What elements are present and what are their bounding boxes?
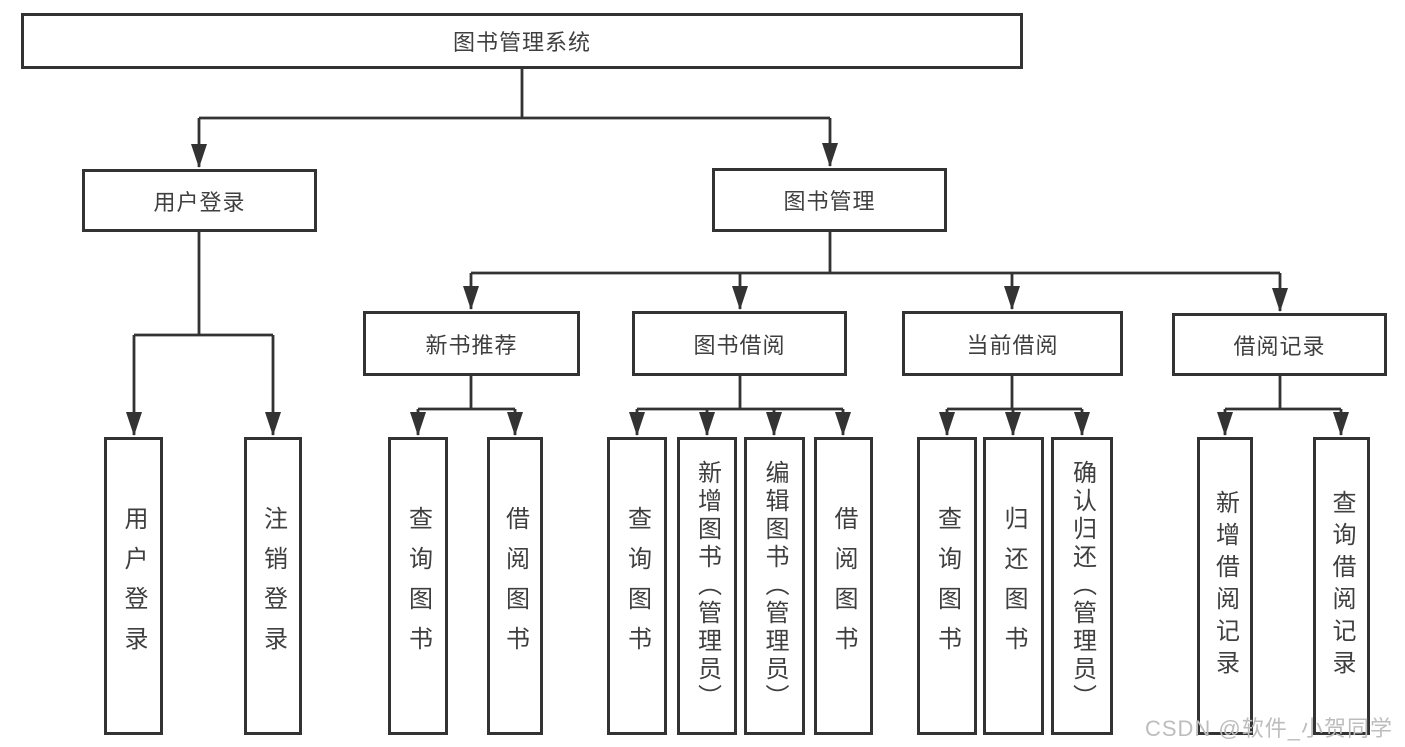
node-book-borrow: 图书借阅 (632, 311, 847, 376)
node-current-borrow: 当前借阅 (902, 311, 1123, 376)
node-new-book-rec-label: 新书推荐 (425, 332, 518, 358)
node-current-borrow-label: 当前借阅 (966, 332, 1059, 358)
node-book-mgmt-label: 图书管理 (783, 189, 876, 214)
leaf-newrec-borrow-books: 借阅图书 (487, 437, 543, 735)
node-borrow-records-label: 借阅记录 (1233, 333, 1326, 359)
node-root-label: 图书管理系统 (452, 30, 591, 55)
node-book-mgmt: 图书管理 (712, 168, 947, 232)
leaf-user-login-label: 用户登录 (120, 506, 147, 666)
leaf-borrow-edit-books-admin-label: 编辑图书（管理员） (761, 460, 788, 712)
node-borrow-records: 借阅记录 (1172, 313, 1387, 376)
node-new-book-rec: 新书推荐 (363, 311, 580, 376)
leaf-borrow-borrow-books-label: 借阅图书 (830, 506, 857, 666)
connector-book-borrow-children (629, 376, 851, 436)
leaf-records-add-record: 新增借阅记录 (1197, 437, 1253, 735)
leaf-newrec-query-books: 查询图书 (388, 437, 448, 735)
leaf-current-query-books-label: 查询图书 (933, 506, 961, 666)
connector-current-borrow-children (939, 376, 1090, 436)
connector-borrow-records-children (1217, 376, 1349, 436)
csdn-watermark: CSDN @软件_小贺同学 (1144, 716, 1393, 741)
leaf-records-query-record-label: 查询借阅记录 (1328, 490, 1355, 682)
node-root: 图书管理系统 (21, 13, 1023, 69)
leaf-current-query-books: 查询图书 (917, 437, 977, 735)
leaf-logout-label: 注销登录 (259, 506, 287, 666)
connector-root-to-level2 (191, 69, 838, 168)
leaf-current-return-books: 归还图书 (983, 437, 1044, 735)
leaf-borrow-borrow-books: 借阅图书 (814, 437, 873, 735)
node-user-login-label: 用户登录 (153, 189, 246, 215)
leaf-borrow-edit-books-admin: 编辑图书（管理员） (744, 437, 805, 735)
leaf-logout: 注销登录 (244, 437, 302, 735)
connector-book-mgmt-children (463, 232, 1288, 312)
leaf-current-confirm-return-admin: 确认归还（管理员） (1051, 437, 1113, 735)
connector-new-book-rec-children (410, 376, 523, 436)
leaf-records-query-record: 查询借阅记录 (1313, 437, 1370, 735)
leaf-current-confirm-return-admin-label: 确认归还（管理员） (1068, 460, 1096, 712)
connector-user-login-children (126, 232, 281, 436)
node-user-login: 用户登录 (82, 169, 317, 232)
leaf-borrow-add-books-admin-label: 新增图书（管理员） (693, 460, 721, 712)
leaf-borrow-query-books: 查询图书 (607, 437, 667, 735)
leaf-borrow-query-books-label: 查询图书 (623, 506, 651, 666)
leaf-current-return-books-label: 归还图书 (1000, 506, 1027, 666)
leaf-newrec-query-books-label: 查询图书 (404, 506, 432, 666)
leaf-records-add-record-label: 新增借阅记录 (1211, 490, 1239, 682)
leaf-newrec-borrow-books-label: 借阅图书 (501, 506, 529, 666)
leaf-user-login: 用户登录 (104, 437, 163, 735)
node-book-borrow-label: 图书借阅 (693, 332, 786, 358)
leaf-borrow-add-books-admin: 新增图书（管理员） (677, 437, 737, 735)
